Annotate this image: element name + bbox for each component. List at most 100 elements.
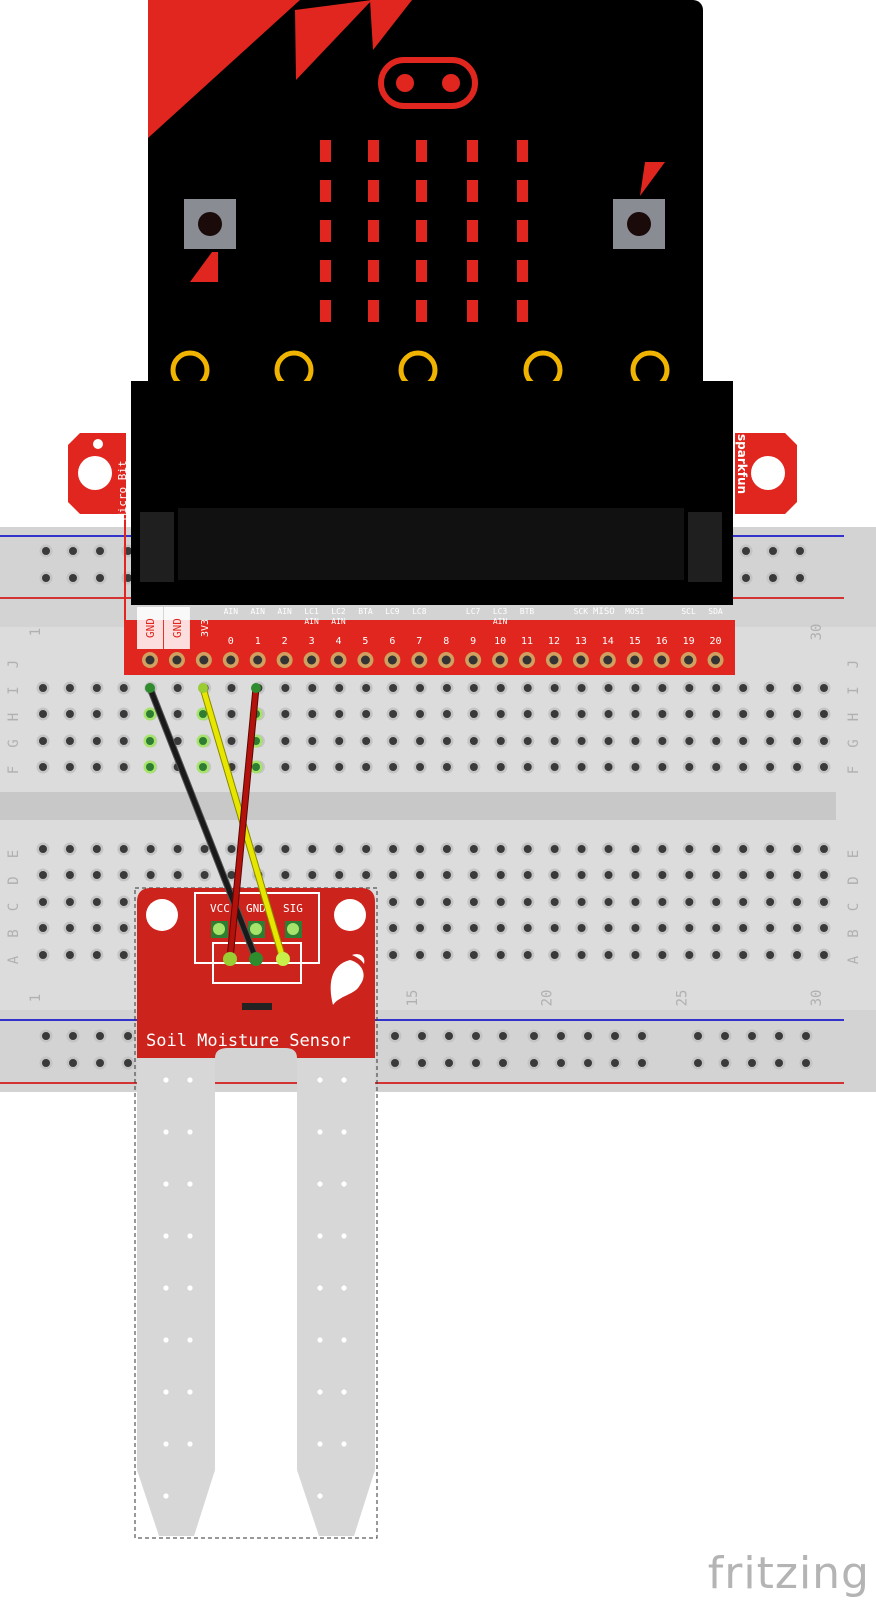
breakout-pin[interactable]: 13 SCK (572, 607, 589, 668)
led (320, 220, 331, 242)
svg-text:SCK: SCK (574, 607, 589, 616)
svg-text:16: 16 (656, 636, 668, 647)
led (320, 300, 331, 322)
sparkfun-flame-icon (330, 954, 365, 1005)
led (517, 260, 528, 282)
svg-text:10: 10 (494, 636, 506, 647)
led (467, 220, 478, 242)
breakout-brand-right: sparkfun (735, 434, 749, 494)
svg-text:5: 5 (362, 636, 368, 647)
svg-text:A: A (6, 955, 22, 964)
svg-text:F: F (6, 766, 22, 774)
svg-text:BTA: BTA (358, 607, 373, 616)
svg-text:AIN: AIN (277, 607, 292, 616)
svg-text:G: G (6, 739, 22, 747)
breakout-pin[interactable]: GND (163, 607, 190, 668)
svg-text:H: H (6, 713, 22, 721)
led (517, 180, 528, 202)
svg-text:C: C (6, 903, 22, 911)
led (416, 300, 427, 322)
button-b[interactable] (613, 199, 665, 249)
svg-text:AIN: AIN (250, 607, 265, 616)
svg-text:25: 25 (674, 990, 690, 1007)
breakout-pin[interactable]: 16 (653, 636, 670, 668)
svg-text:B: B (846, 929, 862, 937)
svg-text:BTB: BTB (520, 607, 535, 616)
svg-text:I: I (6, 686, 22, 694)
led (320, 180, 331, 202)
svg-text:J: J (846, 660, 862, 668)
wires[interactable] (145, 683, 290, 966)
sensor-header-pins[interactable] (211, 921, 302, 938)
svg-text:2: 2 (282, 636, 288, 647)
svg-text:15: 15 (405, 990, 421, 1007)
svg-text:AIN: AIN (331, 617, 346, 626)
svg-text:LC2: LC2 (331, 607, 346, 616)
svg-text:G: G (846, 739, 862, 747)
svg-text:9: 9 (470, 636, 476, 647)
breakout-pin[interactable]: 3V3 (195, 619, 212, 668)
led (320, 260, 331, 282)
breakout-pin[interactable]: GND (137, 607, 163, 668)
sensor-pin-sig: SIG (283, 902, 303, 915)
mount-hole-left (146, 899, 178, 931)
svg-text:SCL: SCL (681, 607, 696, 616)
svg-text:E: E (6, 850, 22, 858)
led (467, 140, 478, 162)
led (517, 220, 528, 242)
breakout-pin[interactable]: 5 BTA (357, 607, 374, 668)
svg-text:F: F (846, 766, 862, 774)
breakout-pin[interactable]: 8 (438, 636, 455, 668)
svg-text:LC3: LC3 (493, 607, 508, 616)
led (416, 260, 427, 282)
svg-text:AIN: AIN (304, 617, 319, 626)
led-matrix (320, 140, 528, 322)
svg-text:19: 19 (683, 636, 695, 647)
breakout-pin[interactable]: 11 BTB (519, 607, 536, 668)
svg-text:GND: GND (144, 618, 157, 638)
led (416, 180, 427, 202)
miso-label: MISO (593, 607, 615, 617)
sensor-title: Soil Moisture Sensor (146, 1031, 351, 1051)
svg-text:11: 11 (521, 636, 533, 647)
svg-text:B: B (6, 929, 22, 937)
breakout-pin[interactable]: 14 (599, 636, 616, 668)
svg-text:J: J (6, 660, 22, 668)
fritzing-logo: fritzing (707, 1548, 870, 1599)
svg-text:GND: GND (171, 618, 184, 638)
led (416, 220, 427, 242)
led (368, 300, 379, 322)
svg-text:4: 4 (335, 636, 341, 647)
svg-text:D: D (846, 876, 862, 884)
breakout-pin[interactable]: 0 AIN (222, 607, 239, 668)
led (467, 180, 478, 202)
svg-text:14: 14 (602, 636, 614, 647)
svg-text:8: 8 (443, 636, 449, 647)
svg-text:1: 1 (28, 994, 44, 1002)
led (416, 140, 427, 162)
svg-text:LC1: LC1 (304, 607, 319, 616)
svg-text:SDA: SDA (708, 607, 723, 616)
svg-text:13: 13 (575, 636, 587, 647)
button-a[interactable] (184, 199, 236, 249)
breakout-pin[interactable]: 2 AIN (276, 607, 293, 668)
svg-text:1: 1 (255, 636, 261, 647)
svg-text:AIN: AIN (224, 607, 239, 616)
breakout-pin[interactable]: 19 SCL (680, 607, 697, 668)
breakout-pin[interactable]: 12 (545, 636, 562, 668)
led (368, 220, 379, 242)
svg-text:20: 20 (540, 990, 556, 1007)
breadboard: JJIIHHGGFFEEDDCCBBAA115101520253030 (0, 527, 876, 1092)
breakout-pin[interactable]: 1 AIN (249, 607, 266, 668)
svg-text:0: 0 (228, 636, 234, 647)
